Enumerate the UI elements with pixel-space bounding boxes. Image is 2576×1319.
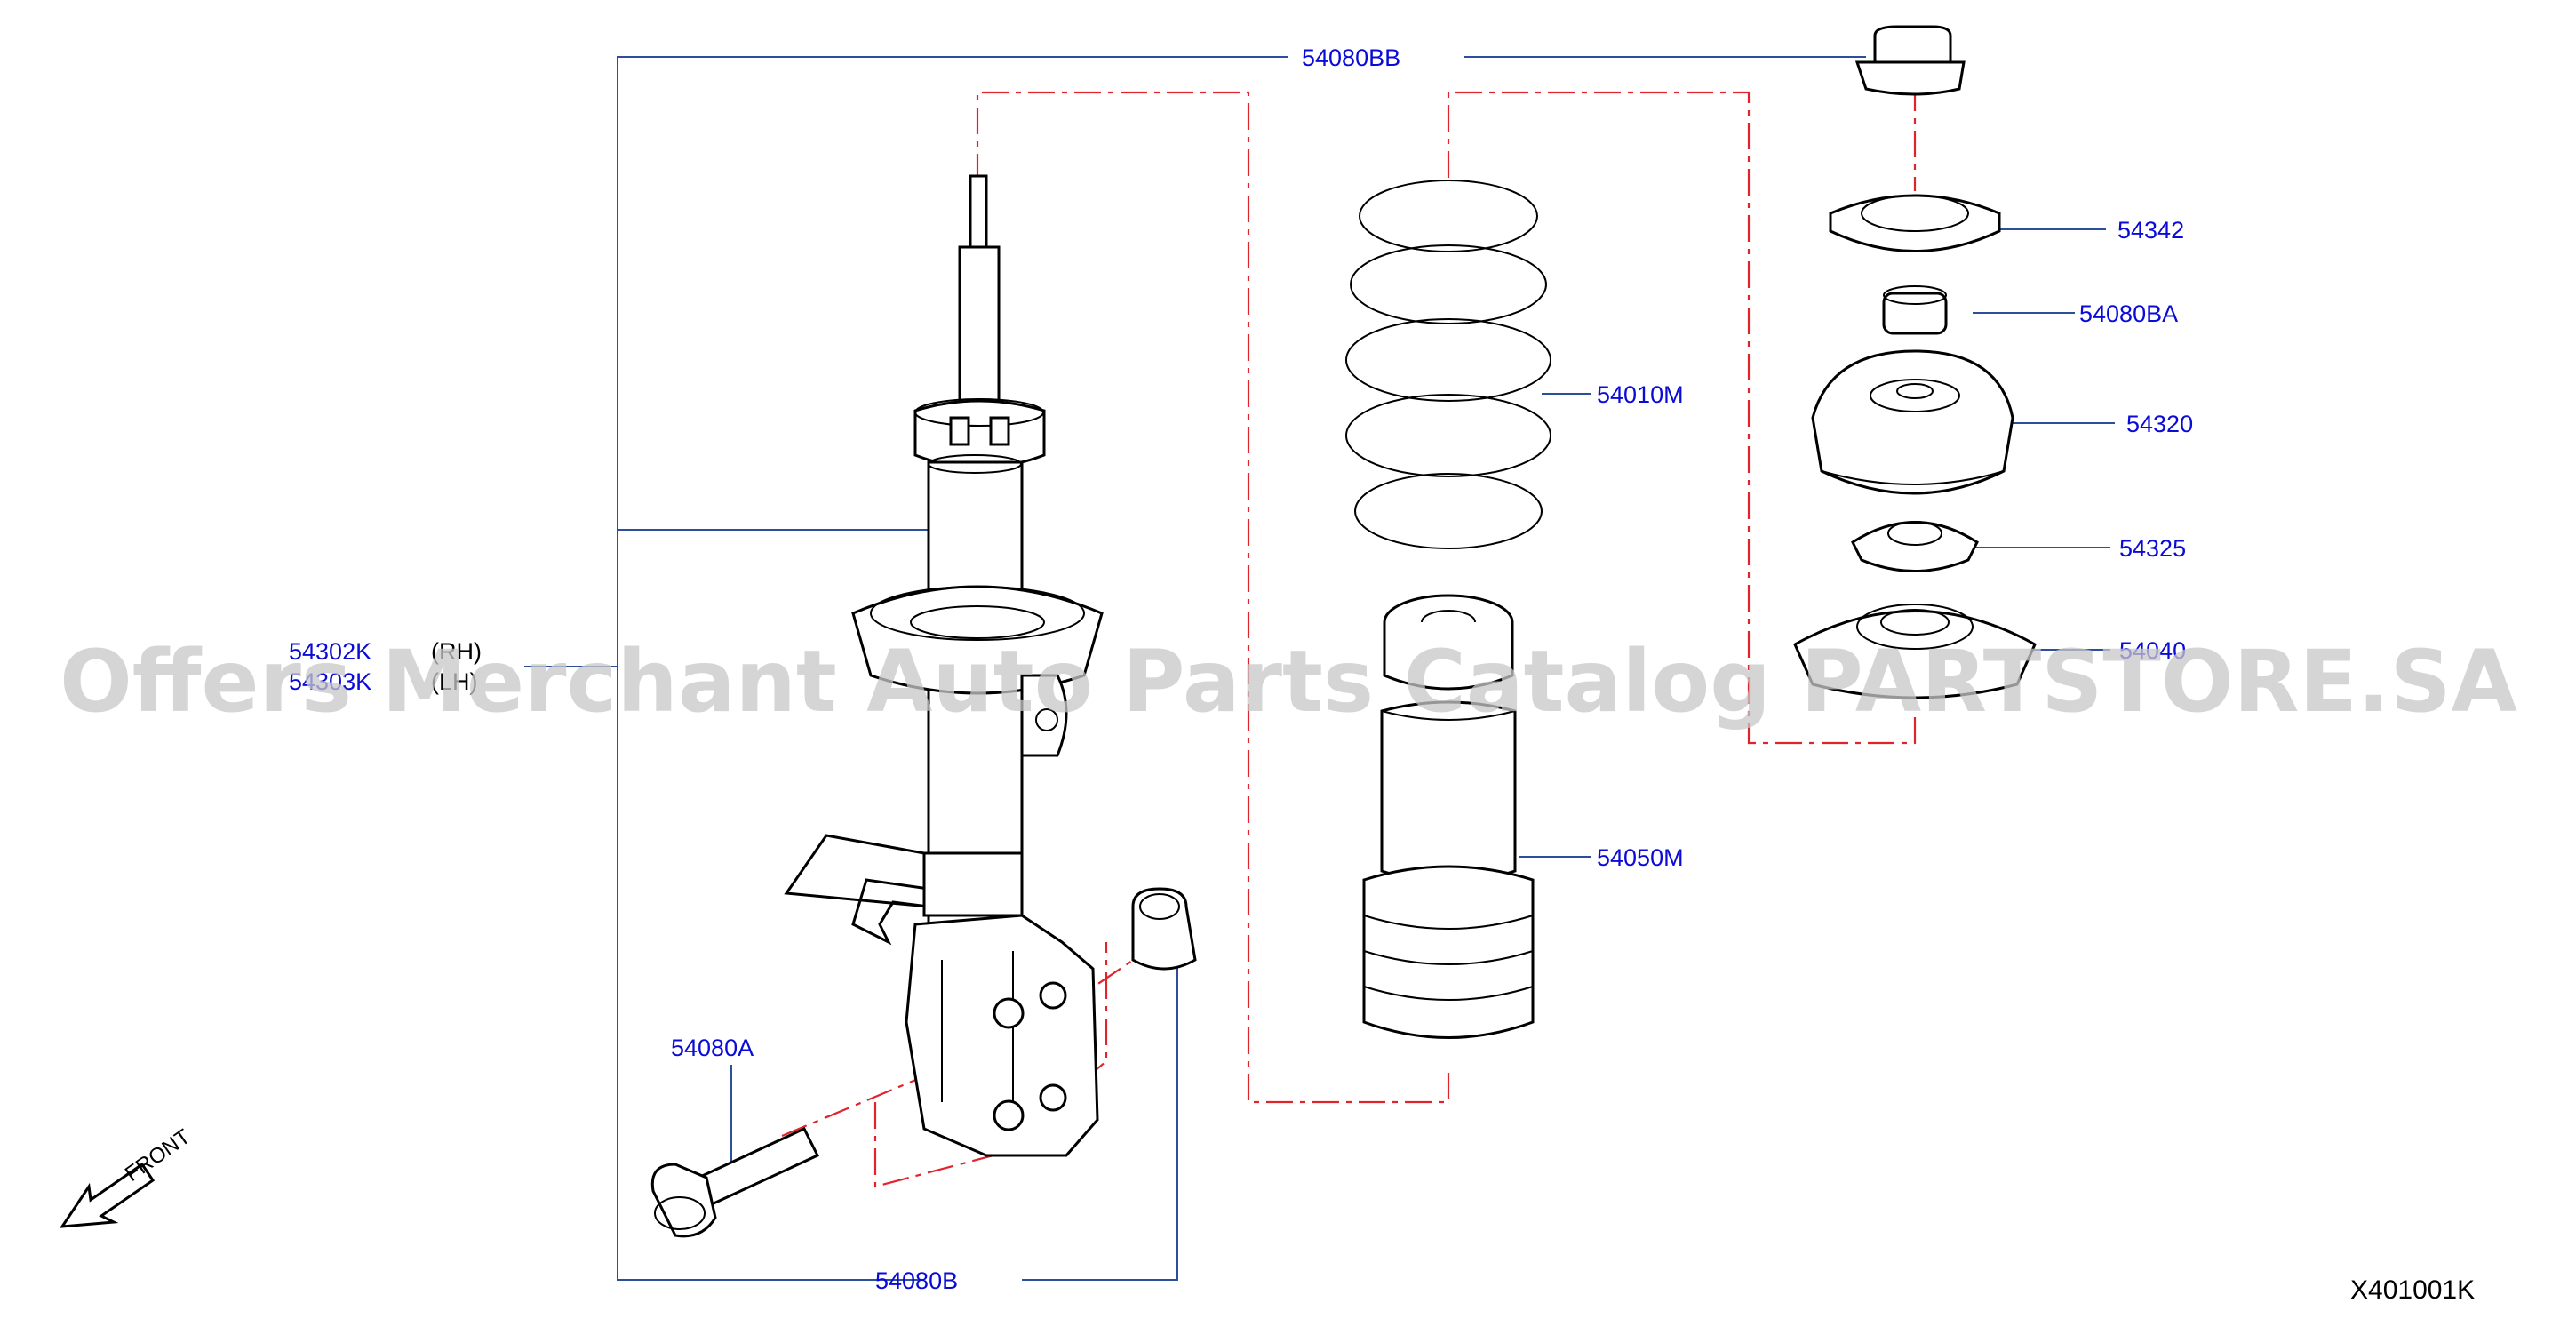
nut-54080B (1131, 887, 1197, 971)
front-label: FRONT (121, 1124, 195, 1187)
coil-spring-54010M (1345, 180, 1551, 549)
nut-54080BB (1854, 25, 1966, 96)
dust-boot-54050M (1362, 594, 1535, 1039)
label-54080A: 54080A (671, 1035, 754, 1061)
nut-54080BA (1882, 285, 1948, 335)
strut-assembly (784, 174, 1104, 1157)
label-54303K: 54303K (289, 668, 371, 695)
label-54325: 54325 (2119, 535, 2186, 562)
part-labels: 54080BB 54342 54080BA 54010M 54320 54325… (289, 44, 2193, 1294)
label-lh: (LH) (431, 668, 478, 695)
spring-seat-54040 (1793, 604, 2037, 699)
bearing-54325 (1851, 521, 1979, 572)
label-54342: 54342 (2117, 217, 2184, 244)
label-54040: 54040 (2119, 637, 2186, 664)
label-54302K: 54302K (289, 638, 371, 665)
label-54050M: 54050M (1597, 844, 1684, 871)
label-54320: 54320 (2126, 411, 2193, 437)
watermark: Offers Merchant Auto Parts Catalog PARTS… (60, 632, 2517, 731)
label-54080BA: 54080BA (2079, 300, 2178, 327)
strut-mount-54320 (1811, 349, 2014, 495)
leader-lines (524, 56, 2115, 1281)
washer-54342 (1829, 194, 2001, 252)
label-54080B: 54080B (875, 1267, 958, 1294)
label-54010M: 54010M (1597, 381, 1684, 408)
front-arrow-icon (60, 1162, 156, 1228)
diagram-code: X401001K (2350, 1275, 2475, 1305)
label-rh: (RH) (431, 638, 482, 665)
label-54080BB: 54080BB (1302, 44, 1400, 71)
bolt-54080A (650, 1127, 820, 1238)
